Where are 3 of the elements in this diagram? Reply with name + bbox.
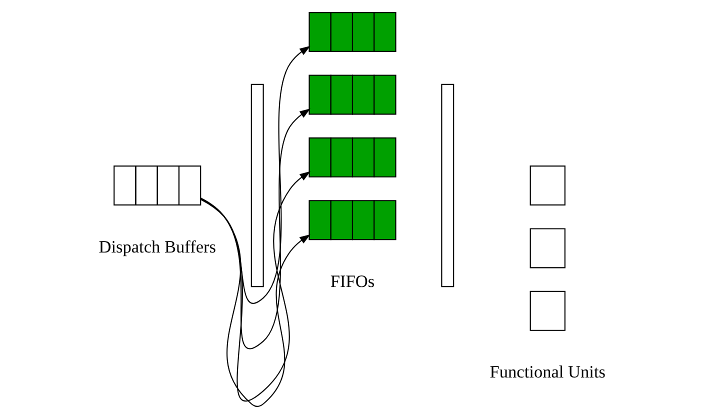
label: FIFOs — [330, 272, 374, 291]
label: Functional Units — [489, 362, 605, 382]
label: Dispatch Buffers — [98, 237, 216, 256]
